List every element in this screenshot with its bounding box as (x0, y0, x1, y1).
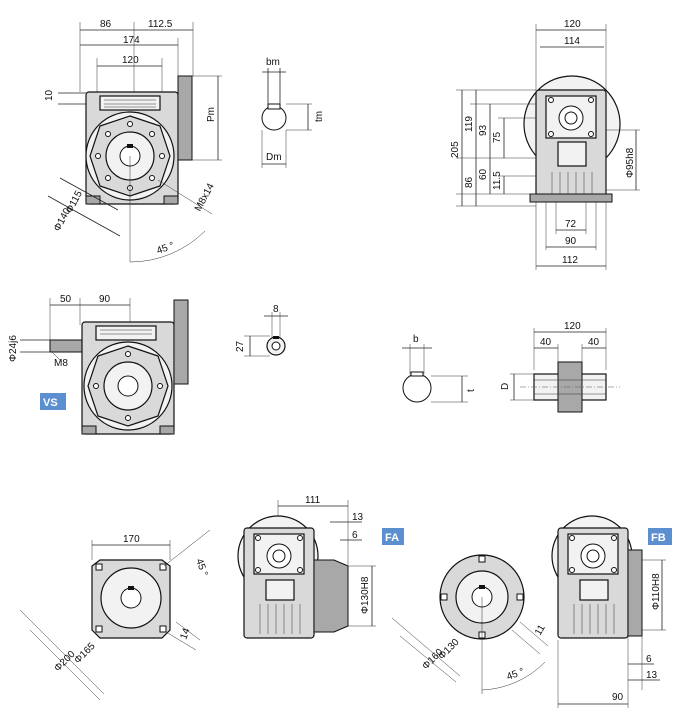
dim-75: 75 (492, 131, 503, 143)
dim-phi-130h8: Φ130H8 (360, 576, 371, 614)
dim-13b: 13 (646, 670, 658, 681)
dim-111: 111 (305, 495, 321, 506)
dim-90b: 90 (99, 294, 111, 305)
view-fa: 111 13 6 Φ130H8 FA (237, 495, 404, 639)
dim-90: 90 (565, 236, 577, 247)
tag-vs: VS (43, 397, 58, 409)
dim-phi-110h8: Φ110H8 (651, 573, 662, 610)
dim-120: 120 (122, 55, 139, 66)
dim-40a: 40 (540, 337, 552, 348)
dim-m8x14: M8x14 (193, 181, 217, 213)
dim-119: 119 (464, 116, 475, 132)
dim-27: 27 (235, 340, 246, 352)
dim-120c: 120 (564, 321, 581, 332)
dim-40b: 40 (588, 337, 600, 348)
dim-13a: 13 (352, 512, 364, 523)
dim-D: D (500, 383, 511, 390)
dim-60: 60 (478, 168, 489, 180)
dim-112: 112 (562, 255, 578, 266)
dim-72: 72 (565, 219, 577, 230)
view-fb: Φ110H8 6 13 90 FB (551, 515, 672, 708)
dim-phi-95h8: Φ95h8 (625, 147, 636, 178)
tag-fa: FA (385, 532, 399, 544)
view-flange-square: 170 Φ165 Φ200 14 45 ° (19, 529, 211, 701)
dim-6a: 6 (352, 530, 358, 541)
tag-fb-badge (648, 528, 672, 545)
top-fins (99, 95, 161, 111)
dim-90c: 90 (612, 692, 624, 703)
dim-6b: 6 (646, 654, 652, 665)
dim-170: 170 (123, 534, 140, 545)
dim-205: 205 (450, 141, 461, 158)
dim-86b: 86 (464, 176, 475, 188)
dim-dm: Dm (266, 152, 282, 163)
dim-top-114: 114 (564, 36, 580, 47)
dim-112-5: 112.5 (148, 19, 173, 30)
view-bore-detail: bm tm Dm (261, 57, 325, 168)
flange-plate (177, 75, 193, 161)
dim-174: 174 (123, 35, 140, 46)
view-side-main: 86 112.5 174 120 10 Pm (44, 19, 222, 263)
tag-fb: FB (651, 532, 666, 544)
dim-93: 93 (478, 124, 489, 136)
dim-tm: tm (314, 111, 325, 122)
view-front-main: 120 114 205 119 9 (450, 19, 640, 270)
dim-50: 50 (60, 294, 72, 305)
dim-45deg-a: 45 ° (155, 240, 176, 256)
view-flange-round: Φ130 Φ160 11 45 ° (391, 554, 549, 694)
view-output-shaft: 120 40 40 D (500, 321, 620, 413)
dim-11-5: 11.5 (492, 171, 503, 190)
dim-phi-140: Φ140 (52, 206, 73, 233)
view-vs: 50 90 Φ24j6 M8 VS (8, 294, 189, 435)
dim-pm: Pm (206, 107, 217, 122)
view-input-shaft-end: 8 27 (235, 304, 288, 357)
tag-vs-badge (40, 393, 66, 410)
dim-top-120: 120 (564, 19, 581, 30)
dim-8: 8 (273, 304, 279, 315)
tag-fa-badge (382, 528, 404, 545)
dim-45deg-b: 45 ° (193, 557, 209, 578)
fa-flange (313, 559, 349, 633)
dim-m8: M8 (54, 358, 68, 369)
dim-86: 86 (100, 19, 112, 30)
fb-flange (627, 549, 643, 637)
dim-45deg-c: 45 ° (505, 666, 526, 682)
dim-phi-165: Φ165 (72, 641, 98, 667)
dim-t: t (466, 389, 477, 392)
dim-bm: bm (266, 57, 280, 68)
input-shaft (49, 339, 83, 353)
dim-phi-24j6: Φ24j6 (8, 335, 19, 362)
dim-14: 14 (178, 626, 192, 641)
dim-10: 10 (44, 89, 55, 101)
dim-b: b (413, 334, 419, 345)
view-keyway: b t (402, 334, 477, 403)
